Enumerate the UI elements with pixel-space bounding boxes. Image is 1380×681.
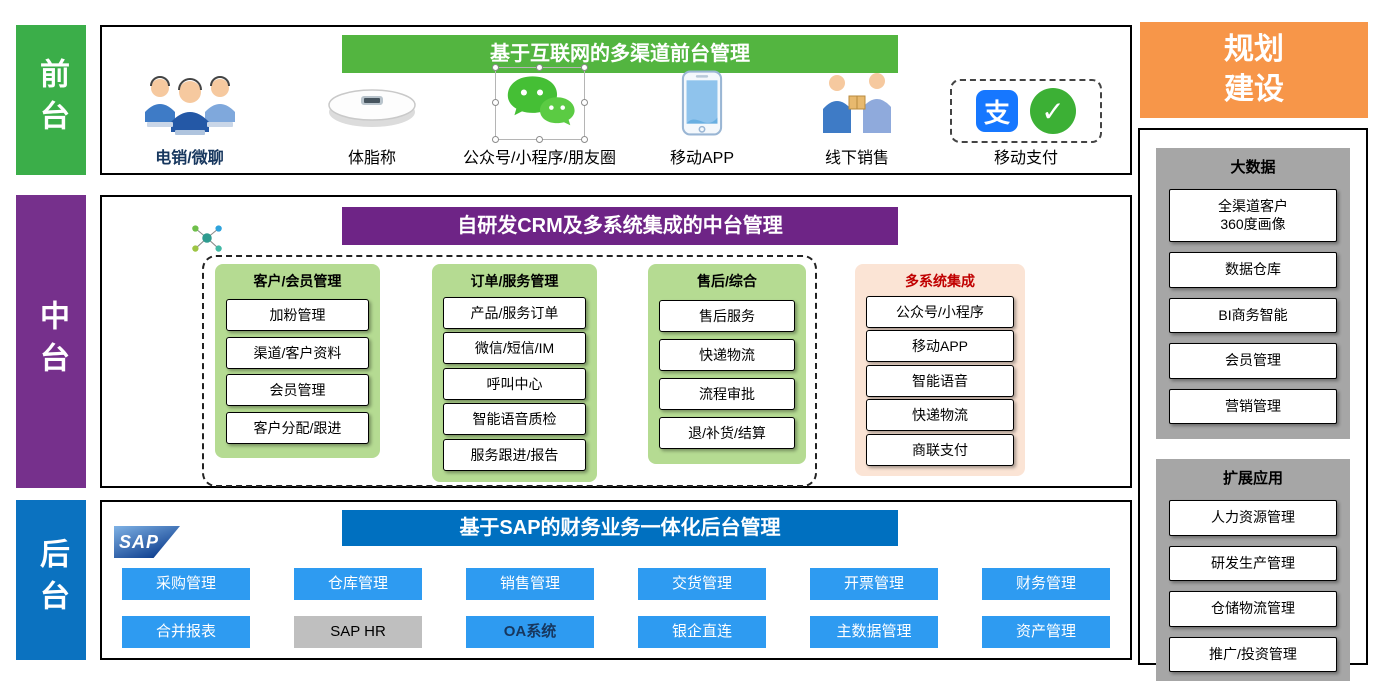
module-box: 渠道/客户资料 (226, 336, 369, 369)
middle-banner: 自研发CRM及多系统集成的中台管理 (342, 207, 898, 245)
selection-handle[interactable] (535, 63, 543, 71)
module-box: 会员管理 (226, 374, 369, 407)
section-extended-apps: 扩展应用 人力资源管理 研发生产管理 仓储物流管理 推广/投资管理 (1156, 459, 1350, 681)
module-button: 财务管理 (982, 568, 1110, 600)
module-box: 快递物流 (659, 339, 795, 371)
front-item-label: 电销/微聊 (155, 150, 224, 167)
module-button: 交货管理 (638, 568, 766, 600)
capability-box: 营销管理 (1169, 388, 1337, 424)
module-button: 合并报表 (122, 616, 250, 648)
group-title: 售后/综合 (697, 273, 757, 289)
capability-box: BI商务智能 (1169, 297, 1337, 333)
selection-handle[interactable] (491, 135, 499, 143)
back-tier-panel: SAP 基于SAP的财务业务一体化后台管理 采购管理 仓库管理 销售管理 交货管… (100, 500, 1132, 660)
selection-handle[interactable] (580, 63, 588, 71)
selection-handle[interactable] (491, 63, 499, 71)
module-box: 智能语音 (866, 364, 1014, 397)
module-box: 快递物流 (866, 399, 1014, 431)
group-customer-member: 客户/会员管理 加粉管理 渠道/客户资料 会员管理 客户分配/跟进 (215, 264, 380, 458)
section-bigdata: 大数据 全渠道客户 360度画像 数据仓库 BI商务智能 会员管理 营销管理 (1156, 148, 1350, 439)
payment-dashed-box: 支 ✓ (950, 79, 1102, 143)
section-title: 扩展应用 (1222, 470, 1283, 487)
module-box: 售后服务 (659, 300, 795, 332)
front-item-mobile-payment: 支 ✓ 移动支付 (950, 57, 1102, 171)
front-item-scale: 体脂称 (297, 57, 447, 171)
selection-handle[interactable] (535, 135, 543, 143)
module-button: 销售管理 (466, 568, 594, 600)
back-banner: 基于SAP的财务业务一体化后台管理 (342, 510, 898, 546)
selection-handle[interactable] (580, 99, 588, 106)
selection-handle[interactable] (580, 135, 588, 143)
section-title: 大数据 (1230, 159, 1276, 176)
module-box: 产品/服务订单 (443, 296, 586, 329)
front-banner: 基于互联网的多渠道前台管理 (342, 35, 898, 73)
selection-handle[interactable] (491, 99, 499, 106)
tier-label-middle-text: 中台 (35, 299, 68, 384)
group-aftersales: 售后/综合 售后服务 快递物流 流程审批 退/补货/结算 (648, 264, 806, 464)
tier-label-middle: 中台 (16, 195, 86, 488)
module-button: 资产管理 (982, 616, 1110, 648)
front-item-wechat: 公众号/小程序/朋友圈 (442, 57, 637, 171)
module-button: 银企直连 (638, 616, 766, 648)
right-panel: 大数据 全渠道客户 360度画像 数据仓库 BI商务智能 会员管理 营销管理 扩… (1138, 128, 1368, 681)
capability-box: 会员管理 (1169, 343, 1337, 379)
module-box: 呼叫中心 (443, 367, 586, 400)
capability-box: 仓储物流管理 (1169, 591, 1337, 627)
capability-box: 推广/投资管理 (1169, 636, 1337, 672)
front-item-label: 公众号/小程序/朋友圈 (463, 150, 616, 167)
module-box: 客户分配/跟进 (226, 412, 369, 445)
front-item-offline-sales: 线下销售 (782, 57, 932, 171)
group-title: 客户/会员管理 (253, 273, 342, 289)
mobile-app-phone-icon (627, 57, 777, 149)
tier-label-back: 后台 (16, 500, 86, 660)
module-button-oa: OA系统 (466, 616, 594, 648)
capability-box: 研发生产管理 (1169, 545, 1337, 581)
offline-sales-people-icon (782, 57, 932, 149)
module-button: 开票管理 (810, 568, 938, 600)
module-box: 加粉管理 (226, 298, 369, 331)
telesales-people-icon (112, 57, 267, 149)
front-item-mobile-app: 移动APP (627, 57, 777, 171)
module-box: 公众号/小程序 (866, 295, 1014, 328)
planning-title-box: 规划 建设 (1140, 22, 1368, 118)
module-box: 服务跟进/报告 (443, 438, 586, 471)
crm-groups-dashed-container (202, 255, 817, 487)
module-box: 微信/短信/IM (443, 332, 586, 364)
module-button: 采购管理 (122, 568, 250, 600)
capability-box: 人力资源管理 (1169, 500, 1337, 536)
group-title: 订单/服务管理 (470, 273, 559, 289)
front-item-label: 移动APP (669, 150, 735, 167)
tier-label-front-text: 前台 (35, 58, 68, 142)
group-multisystem: 多系统集成 公众号/小程序 移动APP 智能语音 快递物流 商联支付 (855, 264, 1025, 476)
module-box: 智能语音质检 (443, 403, 586, 435)
front-tier-panel: 基于互联网的多渠道前台管理 电销/微聊 (100, 25, 1132, 175)
module-box: 商联支付 (866, 433, 1014, 466)
body-fat-scale-icon (297, 57, 447, 149)
front-item-telesales: 电销/微聊 (112, 57, 267, 171)
module-box: 移动APP (866, 330, 1014, 362)
module-box: 流程审批 (659, 378, 795, 410)
capability-box: 数据仓库 (1169, 252, 1337, 288)
module-button: 主数据管理 (810, 616, 938, 648)
sap-logo: SAP (114, 526, 180, 558)
tier-label-back-text: 后台 (35, 538, 68, 622)
middle-tier-panel: 自研发CRM及多系统集成的中台管理 客户/会员管理 加粉管理 渠道/客户资料 会… (100, 195, 1132, 488)
front-item-label: 移动支付 (993, 150, 1058, 167)
crm-network-icon (192, 225, 222, 252)
module-button: 仓库管理 (294, 568, 422, 600)
module-button-sap-hr: SAP HR (294, 616, 422, 648)
tier-label-front: 前台 (16, 25, 86, 175)
front-item-label: 体脂称 (347, 150, 396, 167)
group-order-service: 订单/服务管理 产品/服务订单 微信/短信/IM 呼叫中心 智能语音质检 服务跟… (432, 264, 597, 482)
front-item-label: 线下销售 (824, 150, 889, 167)
capability-box: 全渠道客户 360度画像 (1169, 189, 1337, 242)
group-title: 多系统集成 (905, 273, 975, 289)
module-box: 退/补货/结算 (659, 417, 795, 449)
alipay-icon: 支 (976, 90, 1018, 132)
wechat-pay-icon: ✓ (1030, 88, 1076, 134)
sap-logo-text: SAP (119, 531, 160, 552)
back-modules-grid: 采购管理 仓库管理 销售管理 交货管理 开票管理 财务管理 合并报表 SAP H… (122, 568, 1110, 648)
wechat-icon[interactable] (491, 63, 588, 143)
